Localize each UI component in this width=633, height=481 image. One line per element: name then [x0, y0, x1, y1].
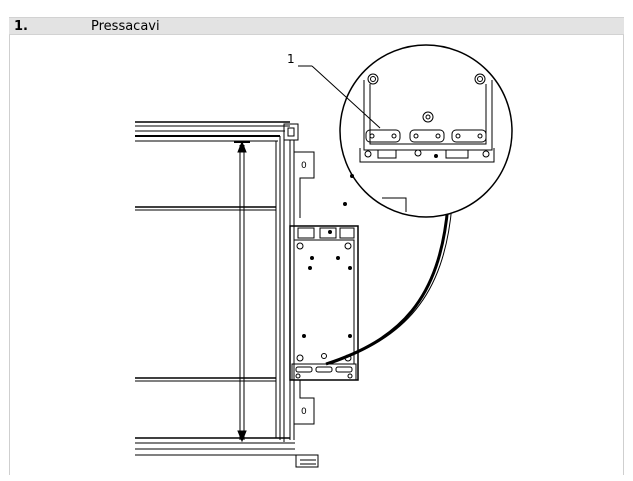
callout-leader — [298, 65, 381, 129]
step-number: 1. — [14, 19, 28, 34]
side-mark-top: 0 — [301, 161, 307, 171]
side-mark-bottom: 0 — [301, 407, 307, 417]
electrical-box — [289, 225, 359, 381]
figure-frame — [9, 35, 624, 475]
detail-magnifier — [339, 44, 513, 218]
step-header: 1. Pressacavi — [9, 17, 624, 35]
unit-body — [135, 121, 319, 468]
callout-label: 1 — [287, 52, 295, 66]
cable — [325, 204, 453, 366]
step-title: Pressacavi — [91, 19, 160, 34]
